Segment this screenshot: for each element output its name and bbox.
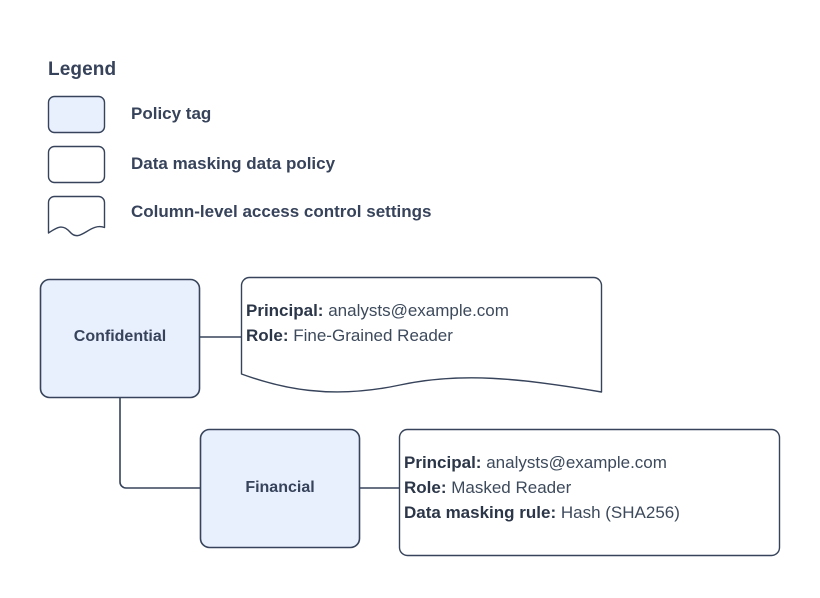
callout-line: Data masking rule: Hash (SHA256)	[404, 500, 680, 525]
node-shape-confidential[interactable]	[39, 278, 201, 399]
node-label-confidential: Confidential	[73, 328, 167, 345]
callout-line-value: analysts@example.com	[486, 453, 667, 472]
legend-label-policy-tag: Policy tag	[131, 104, 212, 123]
callout-body-confidential-access: Principal: analysts@example.com Role: Fi…	[246, 298, 509, 348]
callout-line-label: Principal:	[404, 453, 482, 472]
callout-body-financial-policy: Principal: analysts@example.com Role: Ma…	[404, 450, 680, 525]
legend-swatch-policy-tag	[47, 95, 106, 134]
legend-swatch-column-access-settings	[47, 195, 106, 237]
legend-swatch-data-masking-policy	[47, 145, 106, 184]
callout-line: Role: Fine-Grained Reader	[246, 323, 509, 348]
callout-line: Principal: analysts@example.com	[246, 298, 509, 323]
callout-line-label: Data masking rule:	[404, 503, 557, 522]
callout-line-value: Fine-Grained Reader	[293, 326, 453, 345]
callout-shape-financial-policy[interactable]	[398, 428, 781, 557]
callout-line-label: Role:	[404, 478, 447, 497]
node-label-financial: Financial	[245, 479, 315, 496]
callout-line-label: Principal:	[246, 301, 324, 320]
connector-confidential-to-financial	[119, 398, 200, 489]
callout-shape-confidential-access[interactable]	[240, 276, 603, 393]
callout-line-label: Role:	[246, 326, 289, 345]
legend-title: Legend	[48, 59, 117, 80]
node-shape-financial[interactable]	[199, 428, 361, 549]
callout-line: Principal: analysts@example.com	[404, 450, 680, 475]
callout-line-value: analysts@example.com	[328, 301, 509, 320]
callout-line-value: Masked Reader	[451, 478, 572, 497]
callout-line-value: Hash (SHA256)	[560, 503, 680, 522]
callout-line: Role: Masked Reader	[404, 475, 680, 500]
legend-label-data-masking-policy: Data masking data policy	[131, 154, 336, 173]
legend-label-column-access-settings: Column-level access control settings	[131, 202, 432, 221]
